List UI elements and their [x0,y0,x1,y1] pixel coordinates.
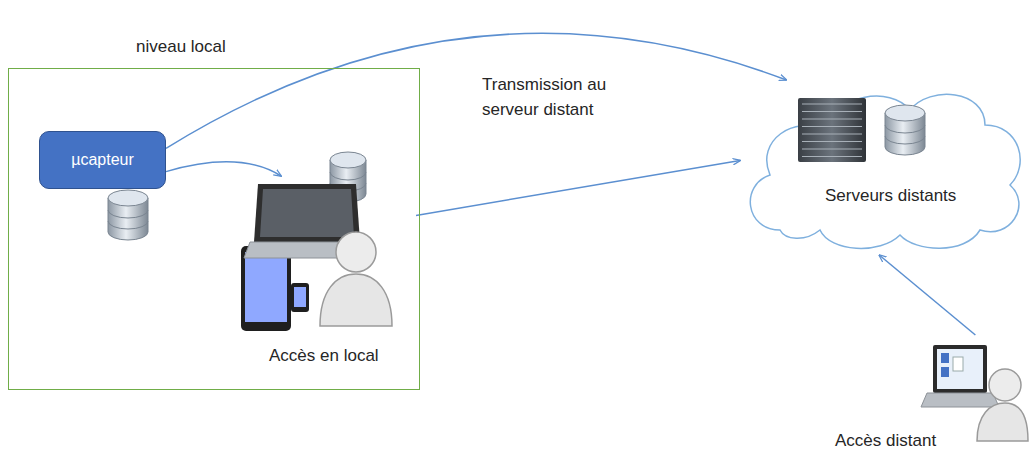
cloud-servers: Serveurs distants [740,80,1030,255]
local-access: Accès en local [236,176,416,373]
node-label: Serveurs distants [825,186,956,206]
local-zone: niveau localµcapteurAccès en local [8,68,420,390]
cloud-icon [740,80,1030,255]
node-label: µcapteur [71,151,134,169]
arrow-connector [416,161,740,216]
node-label: niveau local [136,37,226,57]
remote-access: Accès distant [835,335,1030,456]
transmission-label: Transmission au serveur distant [482,73,632,122]
node-label: Accès distant [835,431,936,451]
arrow-connector [879,255,975,335]
sensor-box: µcapteur [39,131,166,189]
arrow-connector [166,33,786,148]
local-icon [236,176,416,373]
arrow-connector [166,162,281,176]
database-icon [108,190,148,240]
node-label: Accès en local [269,346,379,366]
